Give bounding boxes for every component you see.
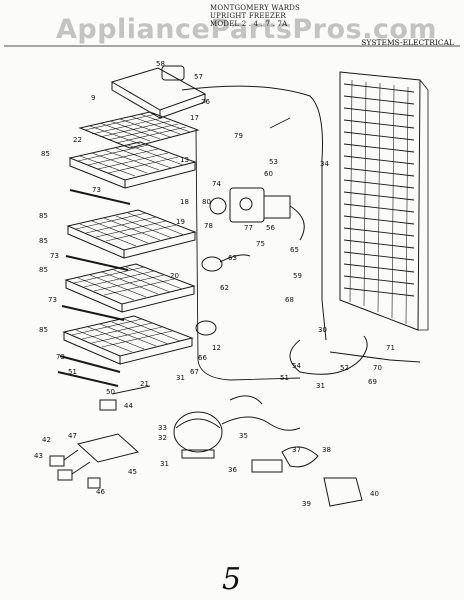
callout-69: 69	[368, 378, 377, 386]
callout-59: 59	[293, 272, 302, 280]
callout-62: 62	[220, 284, 229, 292]
drain-pan-parts	[251, 446, 363, 507]
evaporator-shelf-1	[78, 111, 200, 149]
header-model: MODEL 2 . 4 . 7 . 7A	[210, 20, 288, 28]
callout-35: 35	[239, 432, 248, 440]
evaporator-shelf-3	[66, 209, 197, 259]
callout-40: 40	[370, 490, 379, 498]
refrigerant-tube	[181, 85, 323, 300]
callout-85-d: 85	[39, 266, 48, 274]
light-socket	[161, 65, 185, 81]
callout-47: 47	[68, 432, 77, 440]
callout-19: 19	[176, 218, 185, 226]
callout-73-a: 73	[92, 186, 101, 194]
power-cord-bracket	[99, 399, 117, 411]
callout-12: 12	[212, 344, 221, 352]
callout-34: 34	[320, 160, 329, 168]
callout-31-c: 31	[160, 460, 169, 468]
callout-44: 44	[124, 402, 133, 410]
callout-76: 76	[201, 98, 210, 106]
callout-21: 21	[140, 380, 149, 388]
callout-73-c: 73	[48, 296, 57, 304]
callout-31-b: 31	[316, 382, 325, 390]
compressor	[173, 411, 223, 459]
callout-17: 17	[190, 114, 199, 122]
callout-51-b: 51	[280, 374, 289, 382]
callout-38: 38	[322, 446, 331, 454]
callout-58: 58	[156, 60, 165, 68]
wiring-harness	[49, 433, 140, 489]
callout-65: 65	[290, 246, 299, 254]
callout-71: 71	[386, 344, 395, 352]
section-title: SYSTEMS-ELECTRICAL	[361, 38, 454, 47]
callout-32: 32	[158, 434, 167, 442]
header-product: UPRIGHT FREEZER	[210, 12, 286, 20]
callout-42: 42	[42, 436, 51, 444]
callout-63: 63	[228, 254, 237, 262]
callout-39: 39	[302, 500, 311, 508]
page-number: 5	[222, 562, 242, 597]
callout-79: 79	[234, 132, 243, 140]
callout-85-e: 85	[39, 326, 48, 334]
callout-33: 33	[158, 424, 167, 432]
callout-36: 36	[228, 466, 237, 474]
callout-70: 70	[373, 364, 382, 372]
callout-85-b: 85	[39, 212, 48, 220]
callout-66: 66	[198, 354, 207, 362]
evaporator-shelf-5	[62, 315, 194, 365]
callout-73-b: 73	[50, 252, 59, 260]
callout-54: 54	[292, 362, 301, 370]
callout-51-a: 51	[68, 368, 77, 376]
callout-57: 57	[194, 73, 203, 81]
callout-20: 20	[170, 272, 179, 280]
callout-31-a: 31	[176, 374, 185, 382]
callout-18: 18	[180, 198, 189, 206]
callout-73-d: 73	[56, 353, 65, 361]
callout-85-c: 85	[39, 237, 48, 245]
watermark: AppliancePartsPros.com	[56, 14, 438, 45]
callout-30: 30	[318, 326, 327, 334]
callout-68: 68	[285, 296, 294, 304]
callout-37: 37	[292, 446, 301, 454]
thermostat-assembly	[209, 187, 305, 241]
heater-coil-12	[195, 320, 217, 336]
callout-80: 80	[202, 198, 211, 206]
callout-52: 52	[340, 364, 349, 372]
callout-78: 78	[204, 222, 213, 230]
callout-50: 50	[106, 388, 115, 396]
callout-74: 74	[212, 180, 221, 188]
callout-13: 13	[180, 156, 189, 164]
evaporator-shelf-2	[68, 141, 197, 189]
condenser-coil	[339, 71, 421, 331]
callout-77: 77	[244, 224, 253, 232]
callout-53: 53	[269, 158, 278, 166]
callout-67: 67	[190, 368, 199, 376]
evaporator-shelf-4	[64, 263, 196, 313]
callout-85-a: 85	[41, 150, 50, 158]
callout-9: 9	[91, 94, 96, 102]
header-manufacturer: MONTGOMERY WARDS	[210, 4, 300, 12]
callout-43: 43	[34, 452, 43, 460]
callout-75: 75	[256, 240, 265, 248]
callout-46: 46	[96, 488, 105, 496]
callout-56: 56	[266, 224, 275, 232]
shelf-rail	[57, 189, 131, 387]
heater-coil-63	[201, 256, 223, 272]
callout-60: 60	[264, 170, 273, 178]
callout-45: 45	[128, 468, 137, 476]
callout-22: 22	[73, 136, 82, 144]
